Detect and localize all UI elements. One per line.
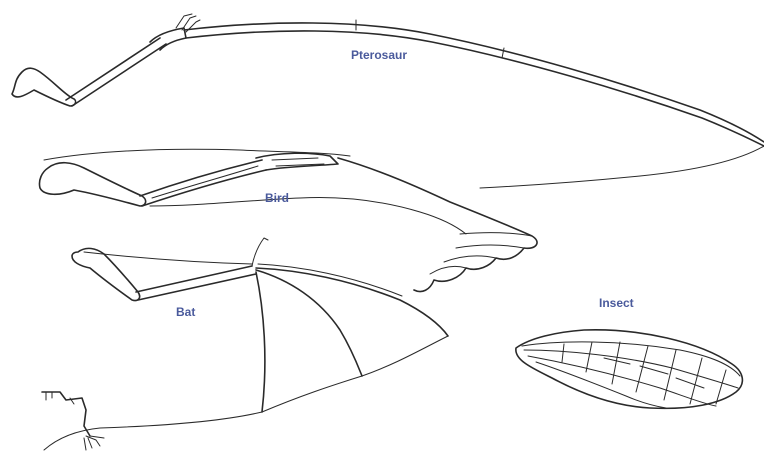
pterosaur-wing-finger: [184, 23, 764, 142]
label-bird: Bird: [265, 191, 289, 205]
bat-finger-4: [256, 272, 265, 412]
pterosaur-forearm: [66, 38, 166, 106]
bat-finger-3: [256, 270, 362, 376]
bird-humerus: [39, 163, 145, 206]
bird-hand: [256, 153, 338, 170]
bird-feather-line: [444, 256, 496, 262]
pterosaur-wing: [12, 14, 764, 188]
bird-feather-line: [456, 245, 524, 248]
bat-wing: [42, 238, 448, 450]
label-pterosaur: Pterosaur: [351, 48, 407, 62]
bat-leading-membrane: [84, 252, 252, 264]
bat-finger-2: [256, 268, 448, 336]
insect-vein: [536, 362, 666, 408]
bird-feather-line: [460, 233, 532, 236]
pterosaur-wrist: [150, 28, 186, 50]
insect-vein: [522, 342, 740, 376]
pterosaur-membrane-edge: [480, 146, 764, 188]
bat-thumb: [252, 238, 268, 266]
bat-hind-leg: [42, 392, 90, 436]
bat-forearm: [136, 266, 256, 300]
label-insect: Insect: [599, 296, 634, 310]
insect-wing: [516, 330, 743, 409]
bird-feather-line: [430, 266, 466, 274]
label-bat: Bat: [176, 305, 195, 319]
bat-membrane-edge: [44, 336, 448, 450]
insect-wing-outline: [516, 330, 743, 409]
bird-radius: [140, 160, 262, 196]
bird-feathers: [338, 158, 537, 292]
bat-foot: [84, 436, 104, 450]
